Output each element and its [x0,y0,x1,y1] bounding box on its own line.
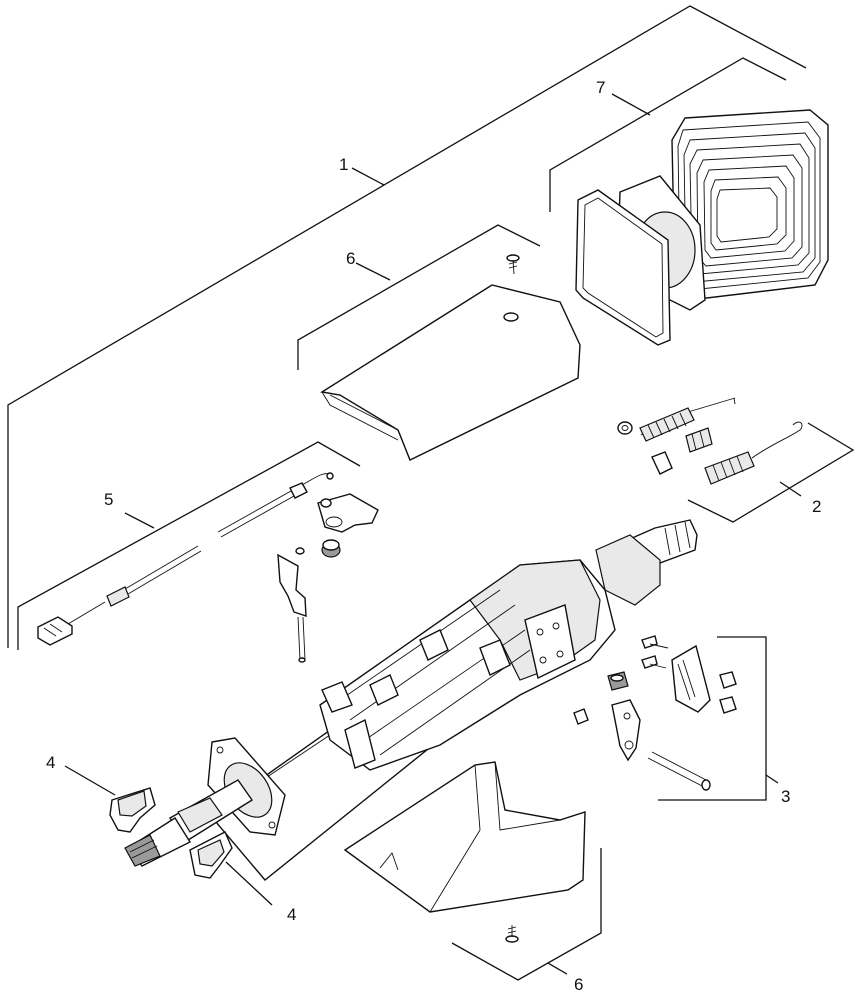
upper-cover [320,254,581,461]
lower-cover-screw [505,925,519,943]
callout-7: 7 [596,78,605,97]
callout-1: 1 [339,155,348,174]
callout-6-top: 6 [346,249,355,268]
callout-4-top: 4 [46,753,55,772]
bracket-lines [7,5,855,981]
clamp-clips [109,787,233,879]
callout-4-bottom: 4 [287,905,296,924]
lower-cover [343,761,586,943]
callout-2: 2 [812,497,821,516]
callout-5: 5 [104,490,113,509]
cover-screw [506,254,520,275]
callout-6-bottom: 6 [574,975,583,994]
steering-column-housing [124,519,698,881]
callout-3: 3 [781,787,790,806]
release-cable [37,472,334,646]
callout-labels: 1 2 3 4 4 5 6 6 7 [46,78,821,994]
spring-kit [617,397,803,485]
adjuster-kit [573,635,737,791]
lever-parts [277,493,379,663]
bellows-boot [575,109,829,346]
